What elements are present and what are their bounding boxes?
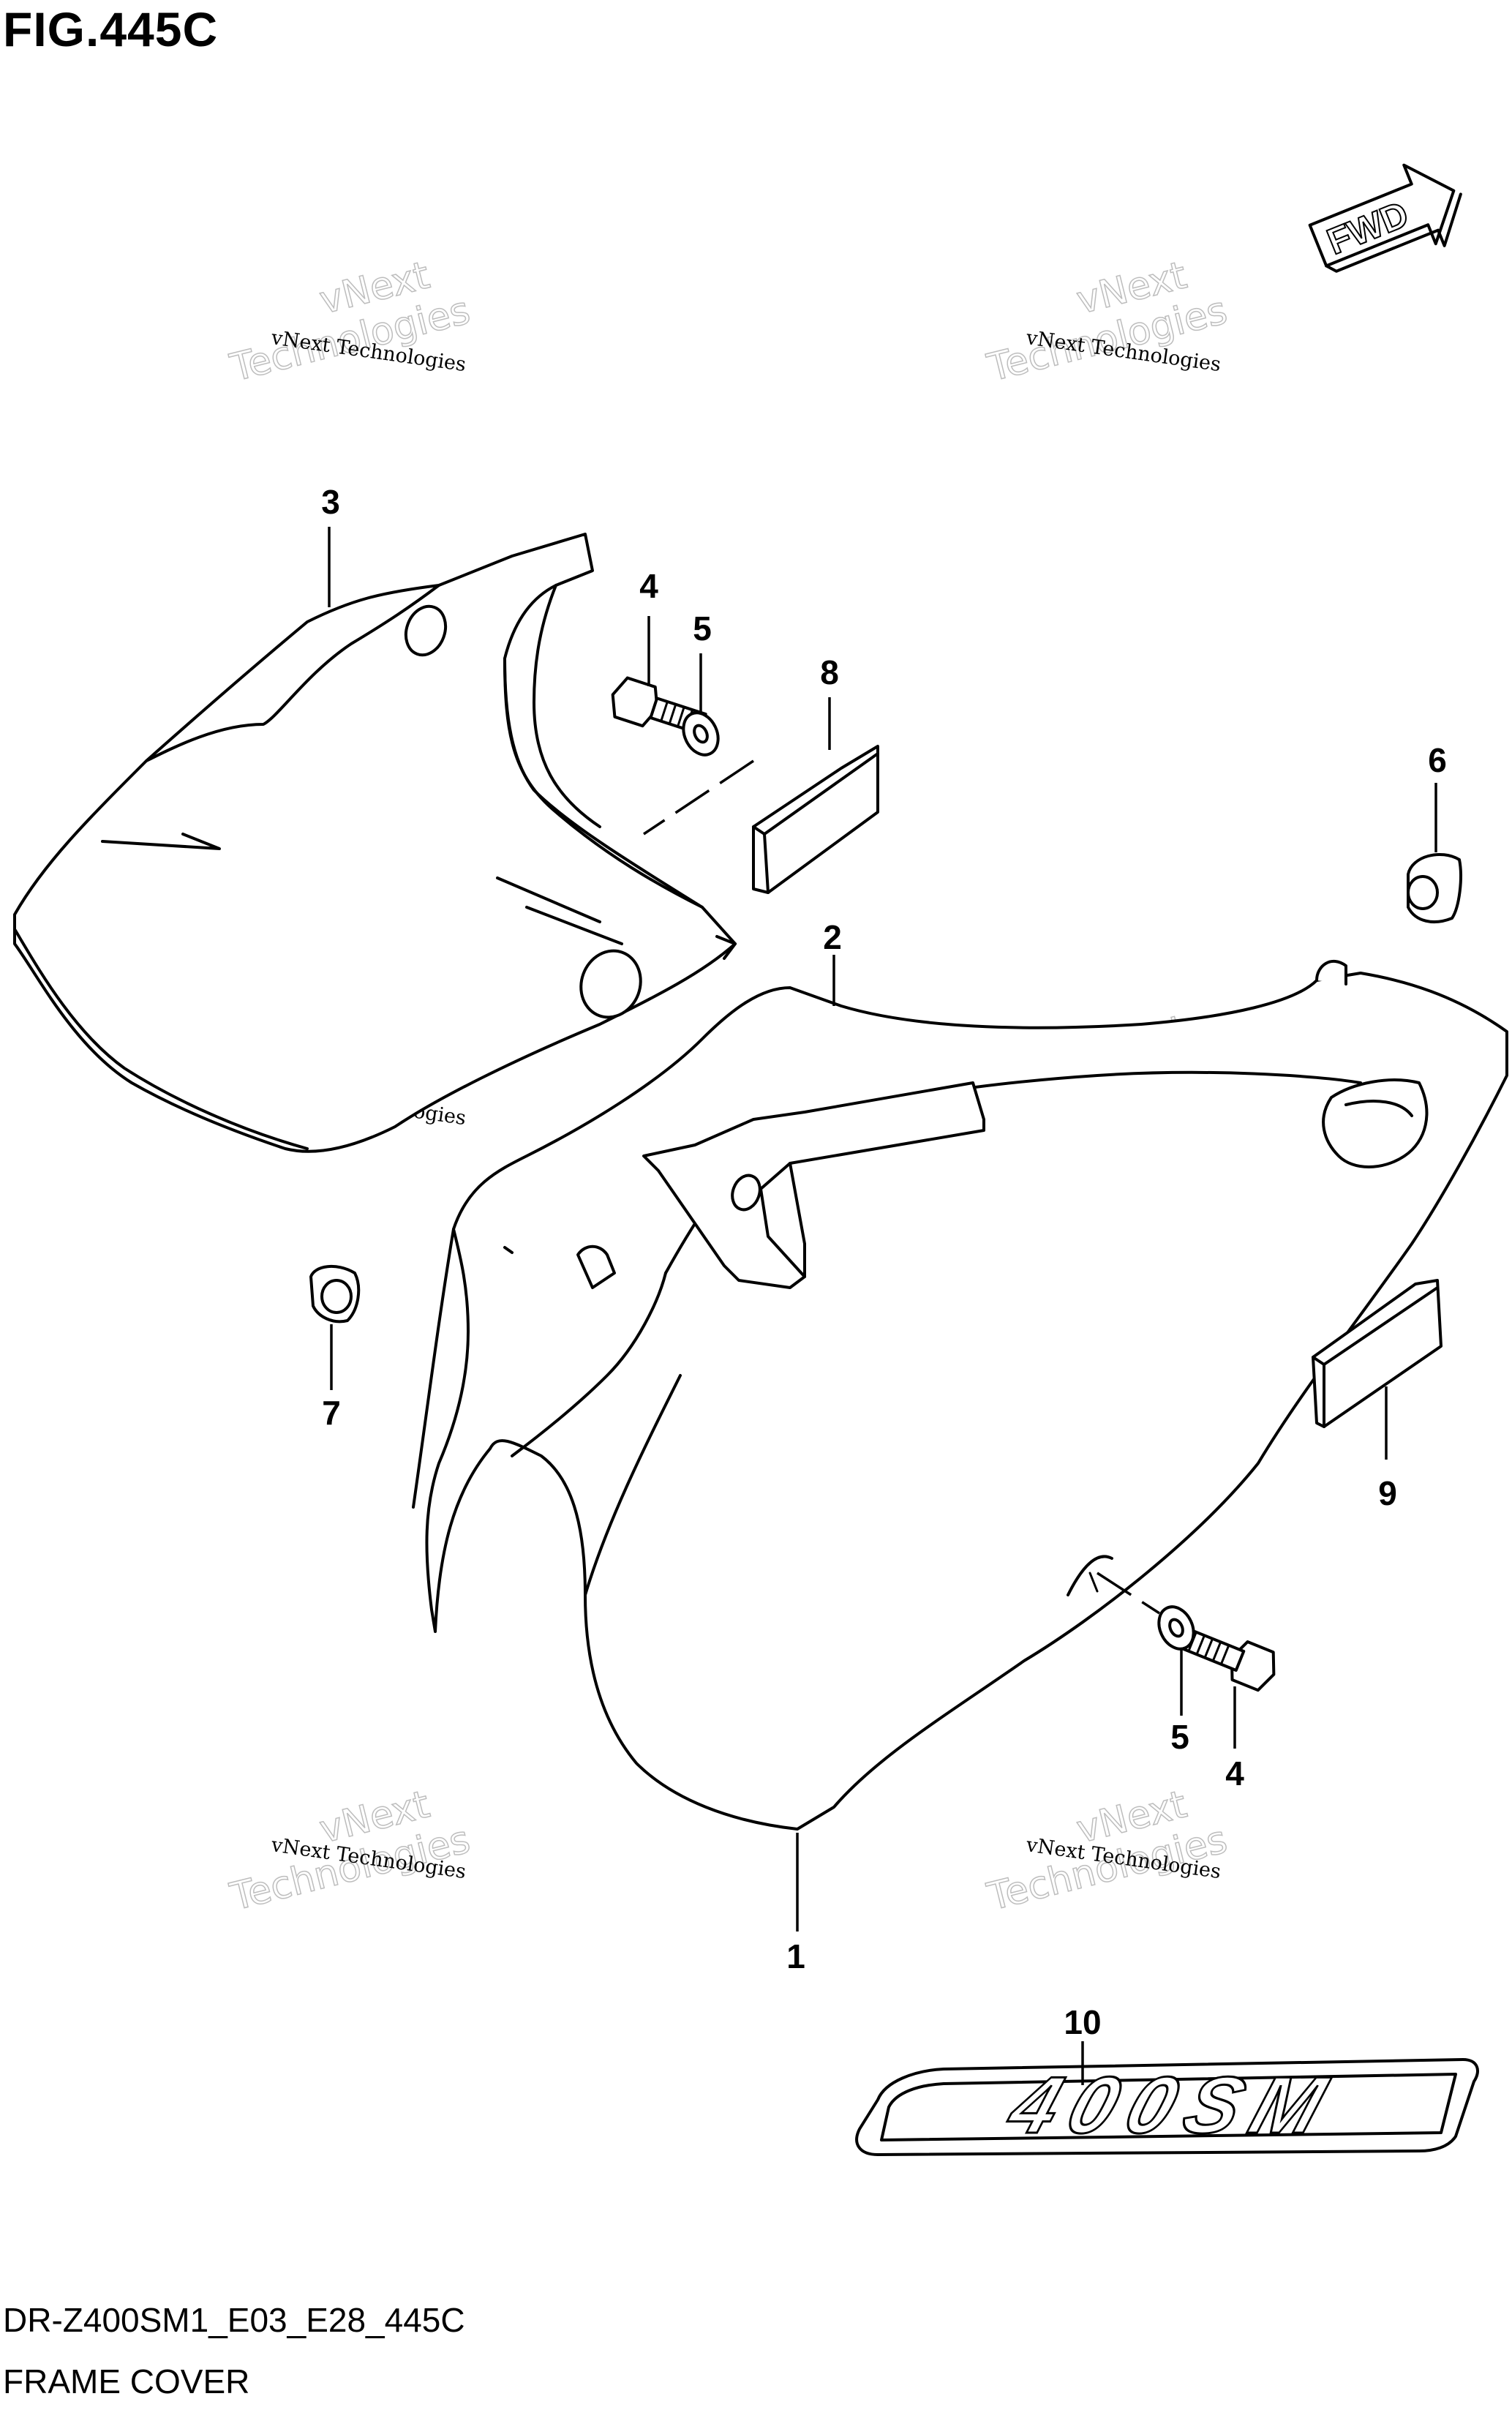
- fwd-arrow-icon: FWD: [1308, 163, 1462, 273]
- part-8-cushion-pad: [752, 745, 879, 894]
- part-6-grommet: [1407, 852, 1462, 923]
- emblem-text: 400SM: [998, 2060, 1349, 2150]
- callout-labels: 3 4 5 8 6 2 7 9 5 4 1 10: [321, 483, 1447, 2041]
- callout-1: 1: [786, 1937, 805, 1975]
- model-code: DR-Z400SM1_E03_E28_445C: [3, 2301, 465, 2339]
- part-5-washer-lower: [1157, 1605, 1195, 1651]
- part-10-emblem: 400SM: [855, 2058, 1479, 2156]
- part-9-cushion-pad: [1312, 1279, 1443, 1428]
- callout-5-lower: 5: [1170, 1718, 1189, 1756]
- part-3-frame-cover-upper: [13, 533, 737, 1153]
- part-2-bracket: [576, 1081, 985, 1289]
- callout-8: 8: [820, 653, 839, 691]
- callout-4-upper: 4: [639, 567, 658, 605]
- install-path-upper: [643, 759, 754, 836]
- figure-name: FRAME COVER: [3, 2362, 250, 2400]
- callout-3: 3: [321, 483, 340, 521]
- figure-title: FIG.445C: [3, 2, 219, 56]
- callout-7: 7: [322, 1394, 341, 1432]
- part-4-bolt-lower: [1180, 1628, 1276, 1692]
- part-7-grommet: [309, 1264, 361, 1324]
- callout-6: 6: [1428, 741, 1447, 779]
- callout-9: 9: [1378, 1474, 1397, 1512]
- callout-4-lower: 4: [1225, 1754, 1244, 1792]
- part-5-washer-upper: [682, 711, 720, 757]
- callout-5-upper: 5: [693, 609, 712, 647]
- callout-leaders: [328, 527, 1437, 2085]
- callout-10: 10: [1064, 2003, 1101, 2041]
- install-path-lower: [1097, 1572, 1160, 1615]
- callout-2: 2: [823, 918, 842, 956]
